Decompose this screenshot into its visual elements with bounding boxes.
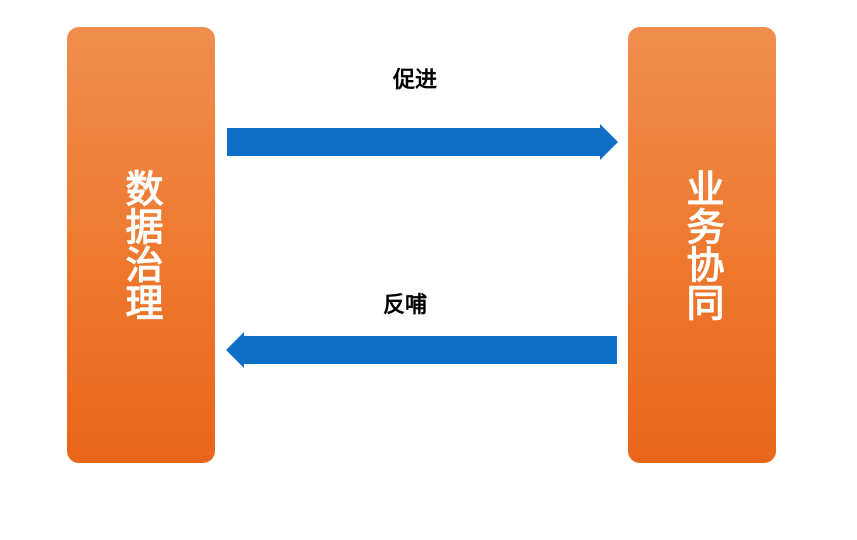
node-label-business-collaboration: 业务协同	[680, 169, 724, 321]
node-business-collaboration: 业务协同	[628, 27, 776, 463]
edge-label-forward: 促进	[393, 68, 438, 93]
edge-label-backward: 反哺	[383, 293, 428, 318]
arrow-backward	[226, 332, 617, 368]
node-data-governance: 数据治理	[67, 27, 215, 463]
node-label-data-governance: 数据治理	[119, 169, 163, 321]
arrow-forward	[227, 124, 618, 160]
